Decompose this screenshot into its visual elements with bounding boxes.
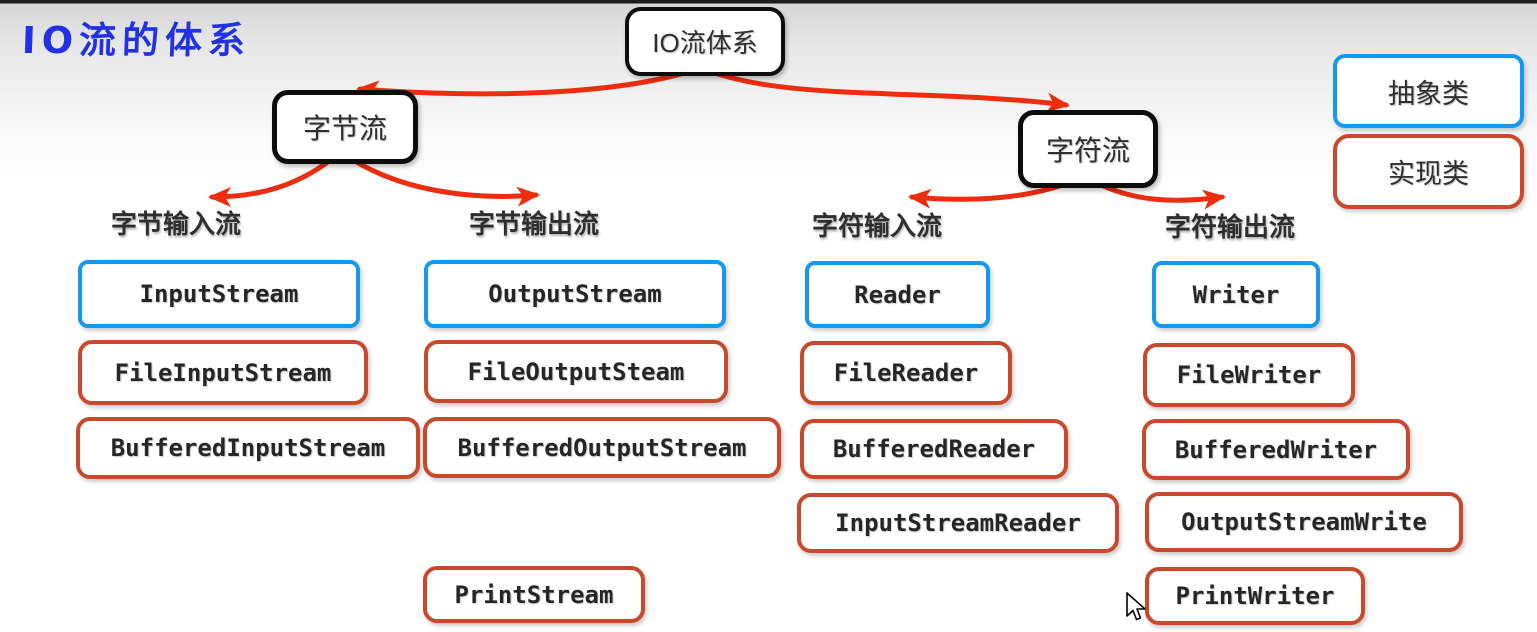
class-box-printstream: PrintStream — [423, 566, 645, 623]
header-byte-input-stream: 字节输入流 — [110, 208, 241, 239]
class-box-fileoutputsteam: FileOutputSteam — [424, 340, 728, 403]
class-box-inputstream: InputStream — [78, 260, 360, 328]
class-box-inputstreamreader: InputStreamReader — [797, 493, 1119, 553]
page-title: IO流的体系 — [21, 19, 252, 62]
node-byte-stream: 字节流 — [272, 90, 418, 164]
class-box-fileinputstream: FileInputStream — [78, 340, 368, 405]
class-box-outputstream: OutputStream — [424, 260, 726, 328]
class-box-bufferedwriter: BufferedWriter — [1142, 419, 1410, 480]
legend-implementation-class: 实现类 — [1333, 134, 1524, 209]
class-box-bufferedreader: BufferedReader — [800, 419, 1068, 479]
class-box-bufferedoutputstream: BufferedOutputStream — [423, 417, 781, 478]
header-char-output-stream: 字符输出流 — [1164, 211, 1295, 242]
class-box-printwriter: PrintWriter — [1145, 567, 1365, 625]
mouse-cursor-icon — [1126, 592, 1146, 621]
node-char-stream: 字符流 — [1018, 110, 1158, 188]
node-io-system: IO流体系 — [625, 7, 785, 76]
class-box-filereader: FileReader — [800, 341, 1012, 405]
legend-abstract-class: 抽象类 — [1333, 54, 1524, 128]
class-box-reader: Reader — [805, 261, 990, 328]
class-box-writer: Writer — [1152, 261, 1320, 328]
class-box-bufferedinputstream: BufferedInputStream — [76, 417, 420, 479]
class-box-outputstreamwrite: OutputStreamWrite — [1145, 492, 1463, 552]
header-char-input-stream: 字符输入流 — [811, 210, 942, 241]
header-byte-output-stream: 字节输出流 — [468, 208, 599, 239]
class-box-filewriter: FileWriter — [1143, 343, 1355, 407]
